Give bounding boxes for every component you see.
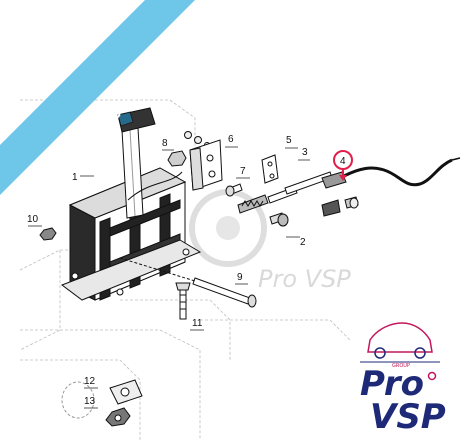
callout-13: 13 bbox=[84, 396, 96, 407]
callout-12: 12 bbox=[84, 376, 96, 387]
callout-6: 6 bbox=[228, 134, 234, 145]
pivot-12-13 bbox=[61, 379, 143, 427]
lever-housing bbox=[60, 167, 202, 301]
bolt-11 bbox=[175, 282, 191, 320]
callout-5: 5 bbox=[286, 135, 292, 146]
logo-line2: VSP bbox=[370, 397, 446, 437]
screw-7 bbox=[225, 183, 243, 197]
nut-10 bbox=[39, 227, 57, 241]
bolt-9 bbox=[119, 257, 257, 308]
callout-7: 7 bbox=[240, 166, 246, 177]
callout-8: 8 bbox=[162, 138, 168, 149]
watermark-text: Pro VSP bbox=[258, 265, 351, 293]
gear-lever bbox=[117, 107, 183, 219]
pro-vsp-logo: GROUP Pro VSP bbox=[360, 322, 446, 437]
cable-clip bbox=[321, 196, 359, 217]
callout-9: 9 bbox=[237, 272, 243, 283]
callout-4: 4 bbox=[340, 156, 346, 167]
screw-2 bbox=[269, 212, 289, 227]
callouts: 1 2 3 5 6 7 8 9 10 11 12 13 bbox=[27, 134, 308, 407]
leader-lines bbox=[28, 146, 310, 409]
callout-10: 10 bbox=[27, 214, 39, 225]
plate-5 bbox=[261, 154, 279, 184]
callout-1: 1 bbox=[72, 172, 78, 183]
logo-group-text: GROUP bbox=[392, 363, 410, 369]
callout-11: 11 bbox=[192, 318, 203, 329]
highlight-callout-4: 4 bbox=[333, 150, 353, 181]
bracket-6 bbox=[189, 139, 223, 191]
callout-3: 3 bbox=[302, 147, 308, 158]
car-outline-icon bbox=[367, 322, 433, 353]
logo-line1: Pro bbox=[360, 364, 424, 404]
cable-end-3 bbox=[237, 171, 333, 214]
callout-2: 2 bbox=[300, 237, 306, 248]
